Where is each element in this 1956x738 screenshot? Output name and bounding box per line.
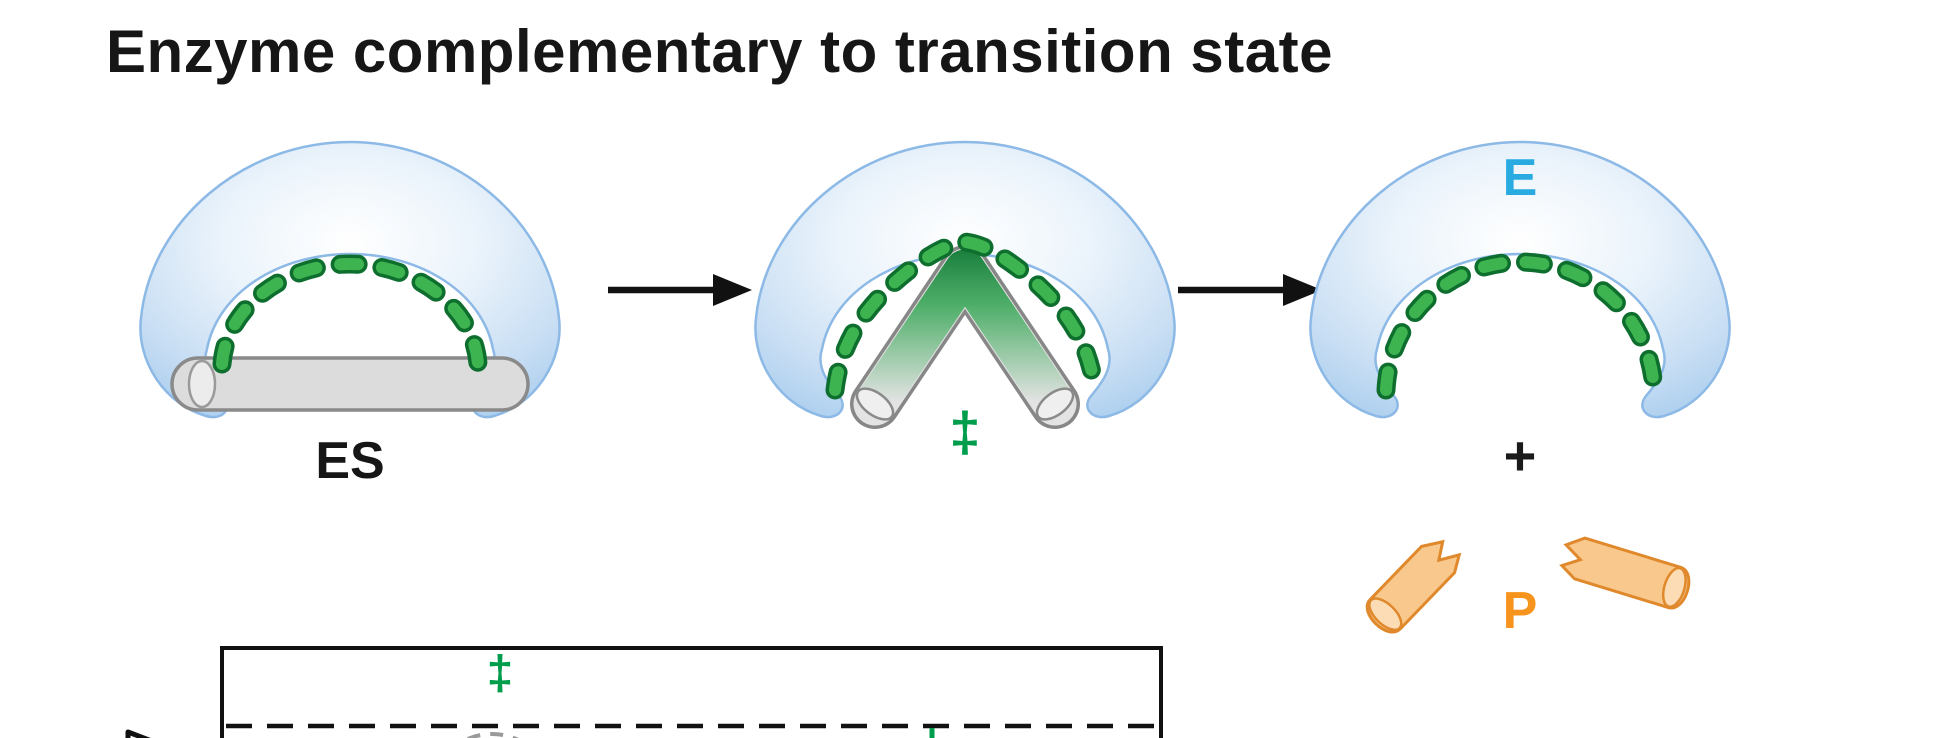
transition-state-circle	[465, 732, 519, 738]
plus-sign: +	[1503, 424, 1537, 487]
contact-dashes	[1380, 255, 1660, 396]
fragment-endcap	[1368, 597, 1403, 632]
product-fragment-left	[1366, 539, 1462, 634]
energy-diagram-box	[220, 646, 1163, 738]
transition-state-dagger: ‡	[949, 400, 981, 463]
figure-title: Enzyme complementary to transition state	[106, 18, 1333, 85]
substrate-rod-endcap	[187, 359, 217, 409]
contact-dashes	[829, 235, 1101, 396]
reaction-arrow-2	[1178, 274, 1322, 306]
substrate-rod	[170, 356, 530, 412]
enzyme-es-panel	[139, 140, 561, 419]
bent-substrate-endcap-right	[1035, 387, 1075, 421]
strain-gradient	[854, 249, 1076, 425]
energy-diagram-overlay	[125, 723, 1157, 738]
free-enzyme-label: E	[1502, 149, 1538, 207]
reaction-arrow-1	[608, 274, 752, 306]
energy-diagram-dagger: ‡	[486, 647, 514, 700]
partial-arrowhead	[125, 729, 151, 738]
product-label: P	[1502, 582, 1538, 640]
enzyme-free-panel	[1309, 140, 1731, 419]
bent-substrate-endcap-left	[855, 387, 895, 421]
es-complex-label: ES	[315, 432, 385, 490]
arrowhead	[1283, 274, 1322, 306]
fragment-endcap	[1661, 566, 1687, 609]
enzyme-transition-panel	[754, 140, 1176, 429]
product-fragment-right	[1559, 536, 1691, 610]
contact-dashes	[216, 257, 484, 370]
products-group	[1366, 536, 1691, 634]
arrowhead	[713, 274, 752, 306]
